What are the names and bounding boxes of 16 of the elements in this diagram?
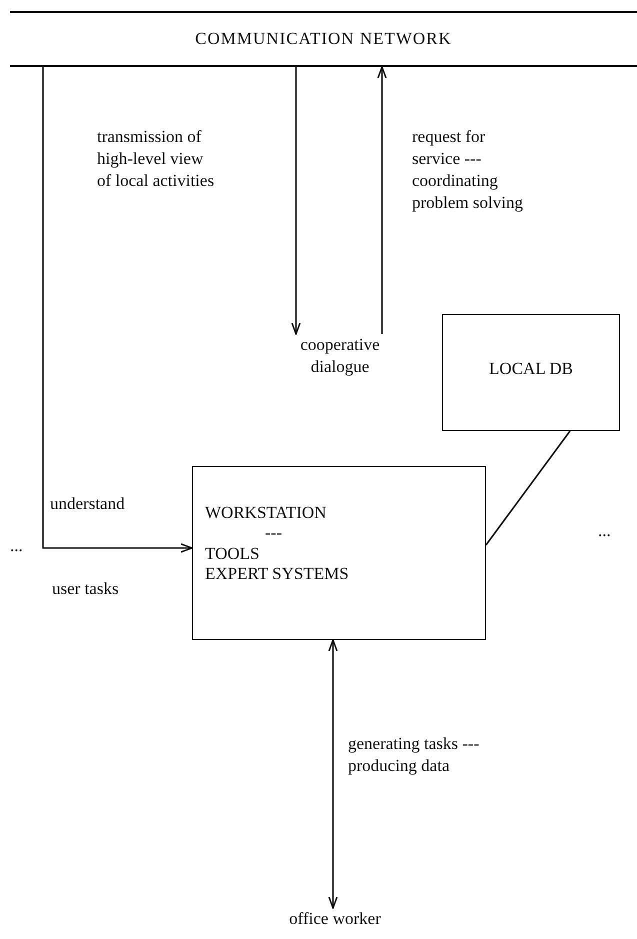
arrow bbox=[42, 67, 193, 553]
box-text: EXPERT SYSTEMS bbox=[205, 564, 350, 585]
arrow bbox=[291, 67, 301, 335]
box-text: LOCAL DB bbox=[488, 359, 574, 379]
node-label: cooperative dialogue bbox=[299, 334, 381, 378]
arrow bbox=[328, 639, 338, 909]
box-text: TOOLS bbox=[205, 544, 260, 564]
box-text: WORKSTATION bbox=[205, 503, 328, 524]
box-text: --- bbox=[264, 523, 283, 544]
node-label: office worker bbox=[288, 908, 382, 930]
process-box bbox=[192, 466, 486, 640]
connector-line bbox=[485, 430, 571, 546]
arrow bbox=[377, 66, 387, 334]
process-box bbox=[442, 314, 620, 431]
network-title: COMMUNICATION NETWORK bbox=[195, 28, 452, 50]
network-band bbox=[10, 11, 637, 67]
